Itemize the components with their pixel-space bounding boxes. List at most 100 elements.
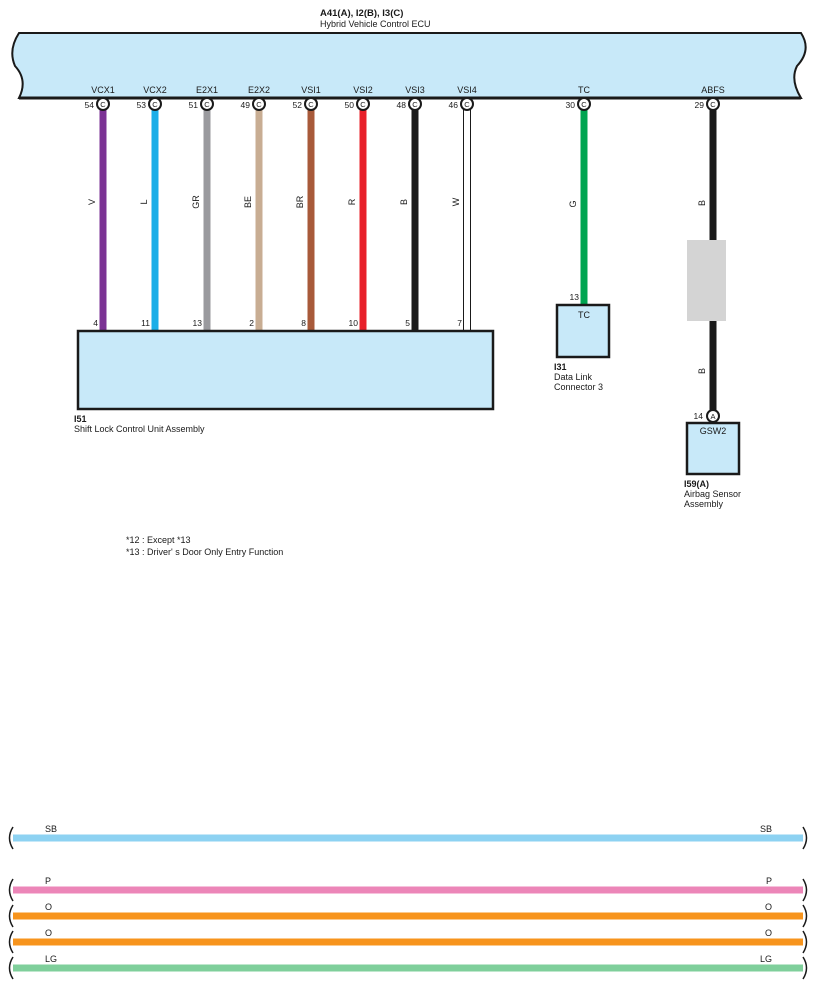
wire-br: [307, 110, 315, 331]
ecu-pins: VCX154VCX253E2X151E2X249VSI152VSI250VSI3…: [85, 85, 725, 110]
shift-lock-pin-number: 4: [93, 318, 98, 328]
connector-letter: A: [710, 412, 715, 421]
note-13: *13 : Driver' s Door Only Entry Function: [126, 547, 283, 557]
note-12: *12 : Except *13: [126, 535, 191, 545]
bus-break-left: [8, 930, 14, 954]
ecu-connector-vcx2: C: [148, 97, 162, 111]
airbag-term: GSW2: [700, 426, 727, 436]
bus-break-left: [8, 878, 14, 902]
shift-lock-pin-number: 5: [405, 318, 410, 328]
wire-group: V4VCX1L11VCX2GR13E2X1BE2E2X2BR8VSX1R10VS…: [87, 97, 724, 423]
ecu-name: Hybrid Vehicle Control ECU: [320, 19, 431, 29]
bus-label-left: O: [45, 928, 52, 938]
shift-lock-pin-number: 10: [349, 318, 359, 328]
ecu-pin-number: 53: [137, 100, 147, 110]
wire-v: [99, 110, 107, 331]
wire-color-label: BR: [295, 195, 305, 208]
bus-break-right: [802, 826, 808, 850]
ecu-terminal-vcx2: VCX2: [143, 85, 167, 95]
bus-break-left: [8, 904, 14, 928]
junction-block: [687, 240, 726, 321]
bus-label-right: O: [765, 902, 772, 912]
bus-break-right: [802, 904, 808, 928]
dlc-term: TC: [578, 310, 590, 320]
wire-r: [359, 110, 367, 331]
ecu-pin-number: 46: [449, 100, 459, 110]
ecu-connector-vsi3: C: [408, 97, 422, 111]
connector-letter: C: [308, 100, 314, 109]
connector-letter: C: [256, 100, 262, 109]
ecu-terminal-vsi1: VSI1: [301, 85, 321, 95]
wire-b-abfs-lower: [709, 316, 717, 410]
bus-wire: [13, 938, 803, 946]
connector-circle: [577, 97, 591, 111]
bus-break-right: [802, 930, 808, 954]
wire-color-label: G: [568, 200, 578, 207]
connector-letter: C: [100, 100, 106, 109]
wire-color-label: BE: [243, 196, 253, 208]
wire-color-label: R: [347, 198, 357, 205]
connector-circle: [356, 97, 370, 111]
connector-letter: C: [152, 100, 158, 109]
dlc-pin: 13: [570, 292, 580, 302]
bus-label-right: O: [765, 928, 772, 938]
connector-letter: C: [581, 100, 587, 109]
wire-color-label: V: [87, 199, 97, 205]
ecu-terminal-vcx1: VCX1: [91, 85, 115, 95]
airbag-pin-number: 14: [694, 411, 704, 421]
connector-circle: [706, 97, 720, 111]
bus-label-right: P: [766, 876, 772, 886]
ecu-pin-number: 49: [241, 100, 251, 110]
shift-lock-pin-number: 11: [141, 318, 150, 328]
bus-break-right: [802, 956, 808, 980]
dlc-code: I31: [554, 362, 567, 372]
shift-lock-name: Shift Lock Control Unit Assembly: [74, 424, 205, 434]
ecu-terminal-e2x1: E2X1: [196, 85, 218, 95]
ecu-terminal-vsi2: VSI2: [353, 85, 373, 95]
ecu-connector-vsi1: C: [304, 97, 318, 111]
ecu-terminal-vsi3: VSI3: [405, 85, 425, 95]
bus-label-left: O: [45, 902, 52, 912]
bus-wire: [13, 886, 803, 894]
ecu-connector-abfs: C: [706, 97, 720, 111]
ecu-pin-number: 48: [397, 100, 407, 110]
shift-lock-pin-number: 2: [249, 318, 254, 328]
connector-letter: C: [464, 100, 470, 109]
bus-wire: [13, 964, 803, 972]
wire-color-label: B: [399, 199, 409, 205]
bus-break-left: [8, 826, 14, 850]
wire-gr: [203, 110, 211, 331]
ecu-connector-vsi2: C: [356, 97, 370, 111]
wire-g-tc: [580, 110, 588, 305]
wire-b: [411, 110, 419, 331]
connector-circle: [148, 97, 162, 111]
wire-b-abfs-upper: [709, 110, 717, 242]
ecu-pin-number: 54: [85, 100, 95, 110]
airbag-connector: A: [706, 409, 720, 423]
airbag-name-line1: Airbag Sensor: [684, 489, 741, 499]
bus-label-right: SB: [760, 824, 772, 834]
ecu-connector-tc: C: [577, 97, 591, 111]
connector-circle: [304, 97, 318, 111]
airbag-code: I59(A): [684, 479, 709, 489]
connector-circle: [460, 97, 474, 111]
bus-label-left: P: [45, 876, 51, 886]
bus-break-left: [8, 956, 14, 980]
wire-w: [463, 109, 471, 332]
bus-wire: [13, 834, 803, 842]
bus-label-left: LG: [45, 954, 57, 964]
dlc-name-line1: Data Link: [554, 372, 593, 382]
bus-break-right: [802, 878, 808, 902]
wire-color-label: GR: [191, 195, 201, 209]
shift-lock-box: [76, 329, 495, 411]
ecu-connector-vsi4: C: [460, 97, 474, 111]
wire-color-label: B: [697, 368, 707, 374]
ecu-terminal-abfs: ABFS: [701, 85, 725, 95]
shift-lock-pin-number: 13: [193, 318, 203, 328]
